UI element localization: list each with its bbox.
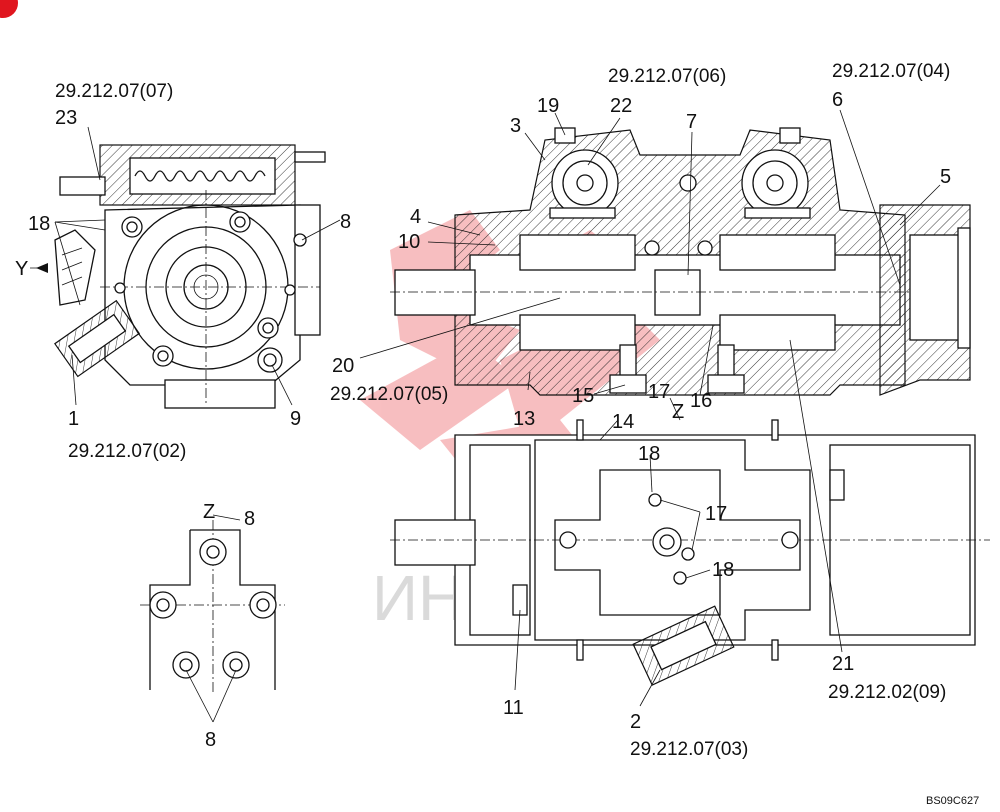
ref-20: 20: [332, 355, 354, 377]
ref-8-detail-top: 8: [244, 508, 255, 530]
ref-17-mid: 17: [705, 503, 727, 525]
leader-lines: [30, 109, 941, 723]
code-29-212-07-04: 29.212.07(04): [832, 61, 950, 82]
view-arrow-icon: [36, 263, 48, 273]
ref-6: 6: [832, 89, 843, 111]
ref-8-left: 8: [340, 211, 351, 233]
ref-21: 21: [832, 653, 854, 675]
code-29-212-02-09: 29.212.02(09): [828, 682, 946, 703]
ref-15: 15: [572, 385, 594, 407]
ref-z-main: Z: [672, 401, 684, 423]
code-29-212-07-03: 29.212.07(03): [630, 739, 748, 760]
ref-y: Y: [15, 258, 28, 280]
ref-7: 7: [686, 111, 697, 133]
drawing-code: BS09C627: [926, 795, 979, 807]
top-section-view: [390, 127, 971, 396]
ref-22: 22: [610, 95, 632, 117]
ref-1: 1: [68, 408, 79, 430]
ref-18-left: 18: [28, 213, 50, 235]
code-29-212-07-05: 29.212.07(05): [330, 384, 448, 405]
ref-4: 4: [410, 206, 421, 228]
code-29-212-07-02: 29.212.07(02): [68, 441, 186, 462]
code-29-212-07-06: 29.212.07(06): [608, 66, 726, 87]
ref-23: 23: [55, 107, 77, 129]
ref-z-detail: Z: [203, 501, 215, 523]
ref-11: 11: [503, 697, 524, 719]
ref-16: 16: [690, 390, 712, 412]
ref-14: 14: [612, 411, 634, 433]
ref-17-top: 17: [648, 381, 670, 403]
code-29-212-07-07: 29.212.07(07): [55, 81, 173, 102]
detail-z-view: [140, 520, 285, 695]
ref-9: 9: [290, 408, 301, 430]
bottom-view: [390, 419, 990, 686]
left-front-view: [54, 144, 326, 409]
ref-10: 10: [398, 231, 420, 253]
corner-marker-icon: [0, 0, 18, 18]
ref-18-low: 18: [712, 559, 734, 581]
ref-5: 5: [940, 166, 951, 188]
ref-18-mid: 18: [638, 443, 660, 465]
ref-2: 2: [630, 711, 641, 733]
ref-19: 19: [537, 95, 559, 117]
ref-13: 13: [513, 408, 535, 430]
ref-3: 3: [510, 115, 521, 137]
ref-8-detail-bottom: 8: [205, 729, 216, 751]
